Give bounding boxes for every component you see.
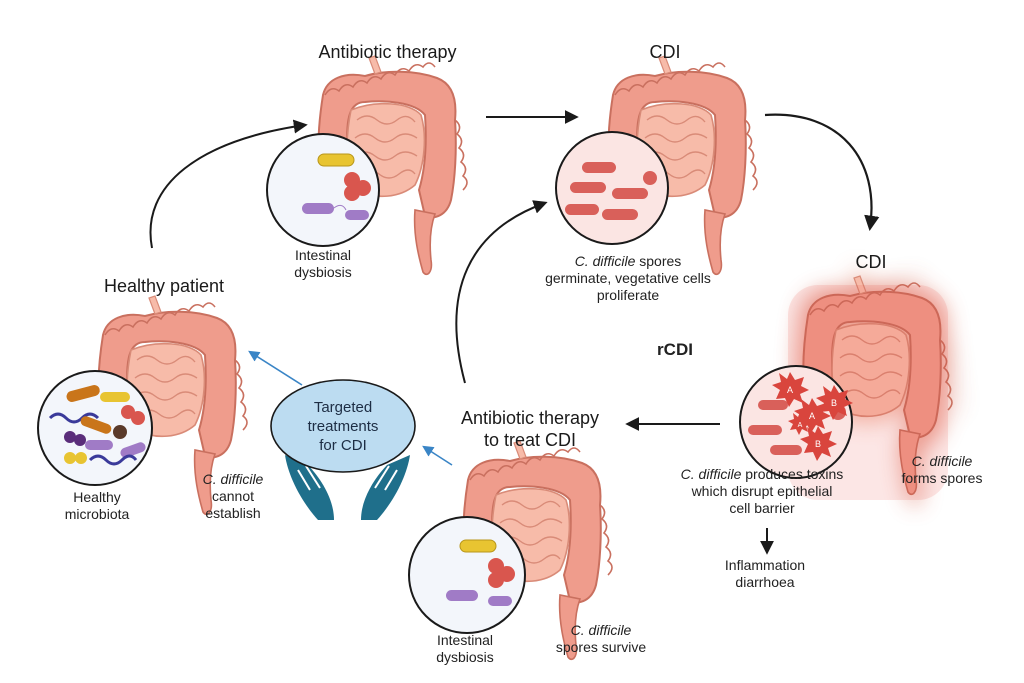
arrow-cdi-to-cdi — [764, 113, 880, 232]
toxin-star-3: B — [816, 385, 853, 420]
antibiotic-caption: Intestinal dysbiosis — [294, 247, 352, 280]
arrow-treatment-to-healthy — [248, 350, 303, 386]
toxin-caption-line2: which disrupt epithelial — [691, 482, 833, 499]
toxin-caption-rest: produces toxins — [741, 466, 844, 482]
retreatment-title-line1: Antibiotic therapy — [460, 408, 600, 428]
cdi-top-caption-line2: germinate, vegetative cells — [545, 269, 711, 286]
cdi-top-caption-line3: proliferate — [596, 286, 660, 303]
antibiotic-title: Antibiotic therapy — [318, 42, 457, 62]
svg-text:B: B — [831, 398, 837, 408]
treatment-hands — [285, 455, 410, 520]
toxin-star-5: A — [788, 412, 812, 435]
cdi-top-caption-italic: C. difficile — [574, 253, 636, 269]
forms-spores-italic: C. difficile — [911, 453, 973, 469]
lens-cdi-toxins: A A B B A — [739, 365, 853, 479]
forms-spores-caption: C. difficile forms spores — [882, 453, 1002, 487]
outcome-caption: Inflammation diarrhoea — [705, 557, 825, 591]
cannot-establish-caption: C. difficile cannot establish — [178, 471, 288, 521]
arrow-healthy-to-antibiotic — [149, 119, 308, 249]
cdi-top-caption-rest: spores — [635, 253, 682, 269]
svg-text:A: A — [787, 385, 793, 395]
forms-spores-line2: forms spores — [901, 469, 983, 486]
cannot-establish-line3: establish — [205, 504, 261, 521]
treatment-label: Targeted treatments for CDI — [307, 399, 379, 454]
svg-text:A: A — [809, 411, 815, 421]
lens-antibiotic-dysbiosis — [266, 133, 380, 247]
arrow-retreatment-to-cdi — [455, 200, 548, 384]
outcome-line2: diarrhoea — [735, 573, 795, 590]
healthy-caption: Healthy microbiota — [64, 489, 130, 522]
toxin-caption-italic: C. difficile — [680, 466, 742, 482]
lens-retreatment-dysbiosis — [408, 516, 526, 634]
lens-healthy-microbiota — [37, 370, 153, 486]
retreatment-title-line2: to treat CDI — [483, 429, 577, 450]
svg-text:B: B — [815, 439, 821, 449]
cdi-top-title: CDI — [649, 42, 681, 62]
retreatment-title: Antibiotic therapy to treat CDI — [440, 408, 620, 451]
cannot-establish-line2: cannot — [211, 487, 255, 504]
cdi-top-caption: C. difficile spores germinate, vegetativ… — [528, 253, 728, 303]
lens-cdi-vegetative — [555, 131, 669, 245]
spores-survive-italic: C. difficile — [570, 622, 632, 638]
toxin-star-1: A — [772, 372, 809, 407]
treatment-bubble — [270, 379, 416, 473]
arrow-retreatment-to-treatment — [422, 445, 453, 466]
spores-survive-line2: spores survive — [555, 638, 647, 655]
healthy-title: Healthy patient — [103, 276, 225, 296]
cannot-establish-italic: C. difficile — [202, 471, 264, 487]
outcome-line1: Inflammation — [724, 557, 806, 573]
svg-text:A: A — [798, 422, 803, 429]
retreatment-caption: Intestinal dysbiosis — [436, 632, 494, 665]
spores-survive-caption: C. difficile spores survive — [536, 622, 666, 656]
rcdi-label: rCDI — [657, 340, 693, 359]
toxin-star-4: B — [800, 426, 837, 461]
toxin-caption-line3: cell barrier — [729, 499, 795, 516]
cdi-right-title: CDI — [855, 252, 887, 272]
toxin-caption: C. difficile produces toxins which disru… — [662, 466, 862, 516]
